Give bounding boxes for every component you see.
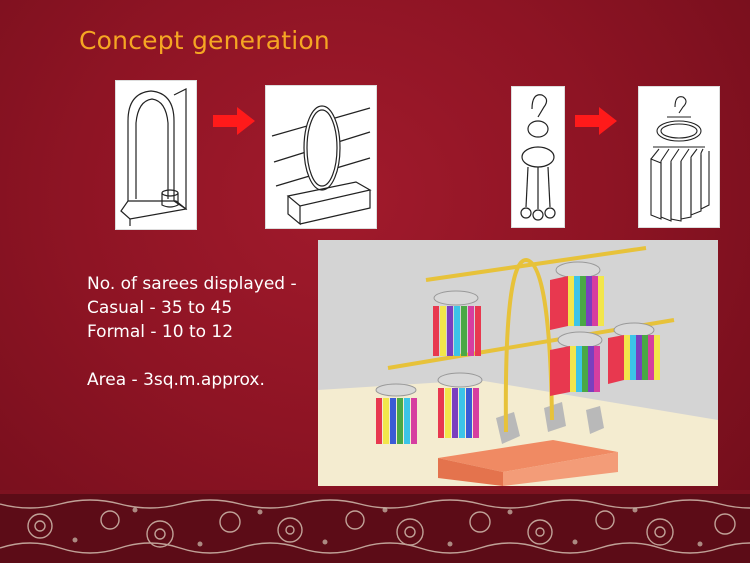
casual-count: Casual - 35 to 45: [87, 298, 233, 318]
sketch-arched-mirror: [115, 80, 197, 230]
formal-count: Formal - 10 to 12: [87, 322, 234, 342]
display-render-image: [318, 240, 718, 486]
right-arrow-icon: [213, 107, 255, 139]
sarees-displayed-label: No. of sarees displayed -: [87, 274, 297, 294]
area-value: Area - 3sq.m.approx.: [87, 370, 265, 390]
sketch-saree-hanger: [638, 86, 720, 228]
display-details: No. of sarees displayed - Casual - 35 to…: [87, 272, 297, 392]
right-arrow-icon: [575, 107, 617, 139]
slide-title: Concept generation: [79, 26, 330, 55]
embroidery-border: [0, 490, 750, 563]
sketch-oval-mirror: [265, 85, 377, 229]
spacer: [87, 344, 297, 368]
sketch-hook-hanger: [511, 86, 565, 228]
